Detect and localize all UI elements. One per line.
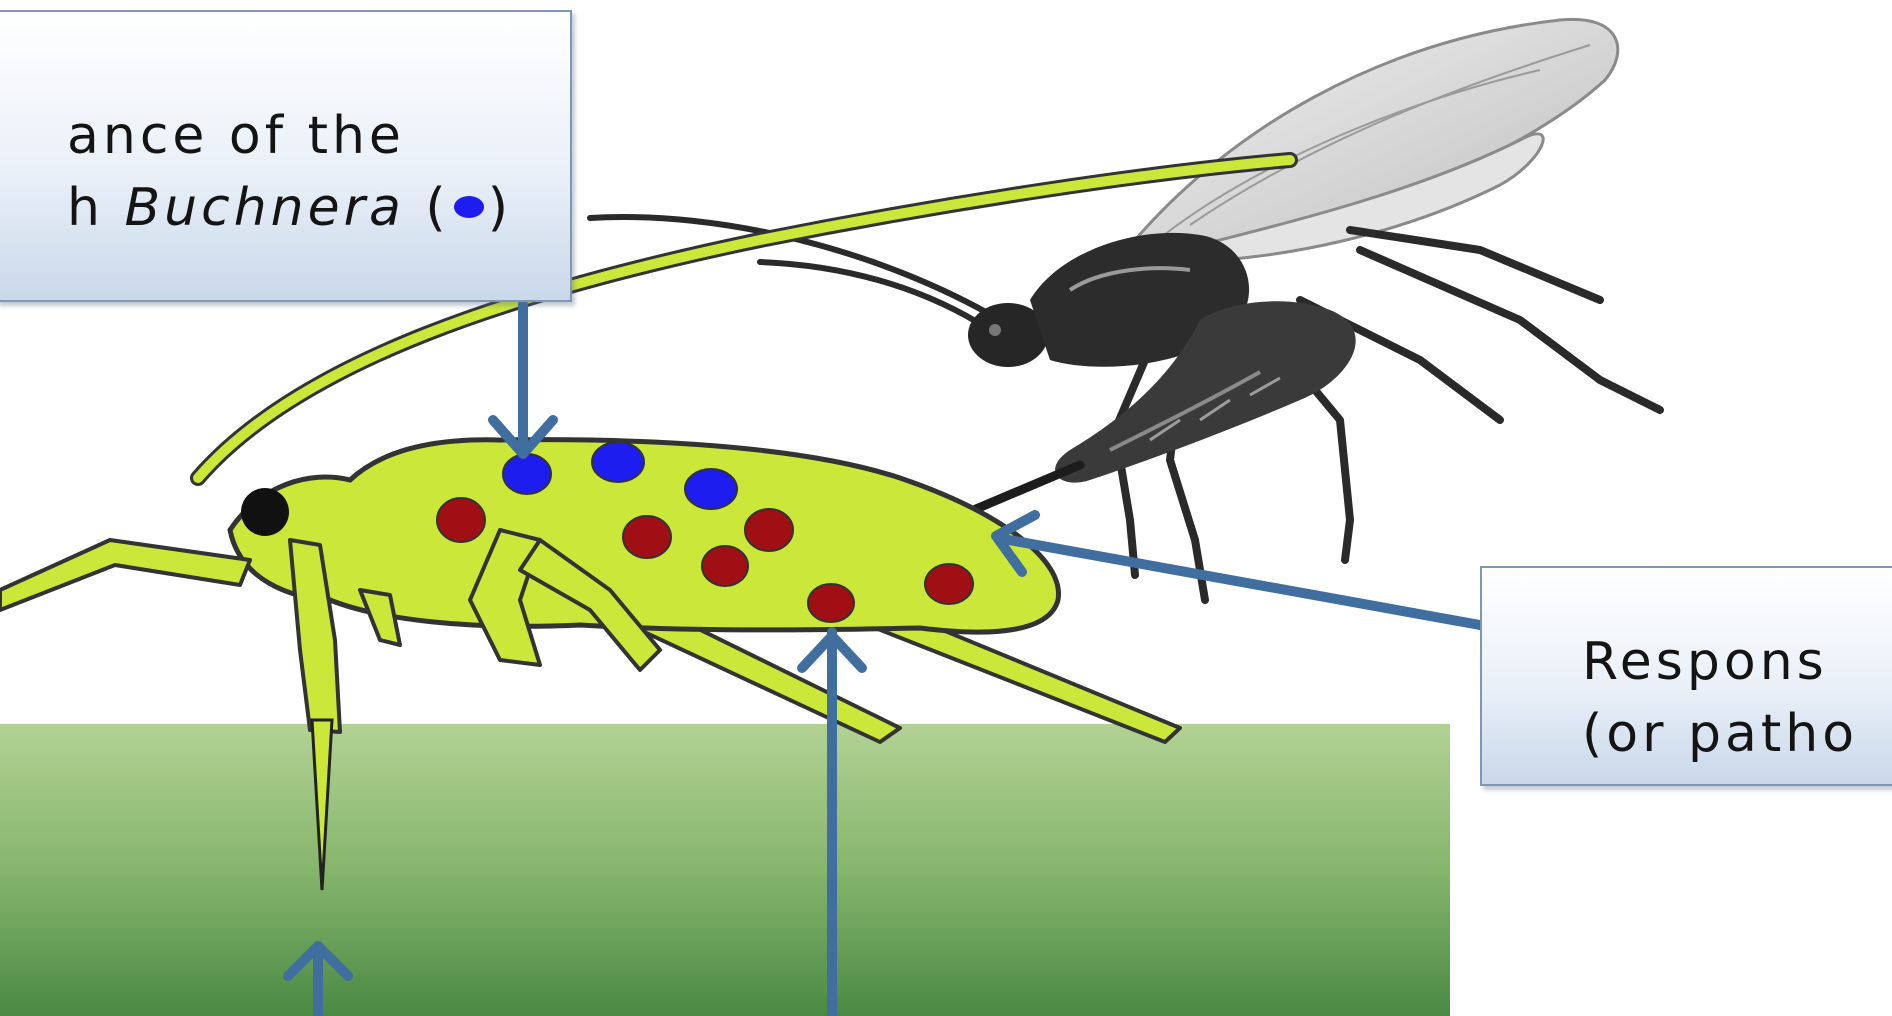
arrow-to-buchnera-icon xyxy=(493,304,553,454)
parasitoid-wasp-icon xyxy=(950,233,1356,520)
buchnera-dot xyxy=(503,454,551,494)
buchnera-close-paren: ) xyxy=(488,178,512,238)
buchnera-species-name: Buchnera xyxy=(125,178,405,238)
response-callout-line1: Respons xyxy=(1582,626,1858,698)
arrow-from-response-box-icon xyxy=(996,515,1480,625)
buchnera-dot xyxy=(685,469,737,509)
buchnera-callout-prefix: h xyxy=(67,178,125,238)
red-dot xyxy=(808,584,854,622)
plant-tissue-block xyxy=(0,724,1450,1016)
red-dot xyxy=(437,498,485,542)
red-dot xyxy=(925,564,973,604)
red-dot xyxy=(745,509,793,551)
aphid-eye-icon xyxy=(241,488,289,536)
response-callout-line2: (or patho xyxy=(1582,698,1858,770)
buchnera-callout-box: ance of the h Buchnera () xyxy=(0,10,572,302)
buchnera-callout-line1: ance of the xyxy=(67,100,512,172)
response-callout-box: Respons (or patho xyxy=(1480,566,1892,786)
red-dot xyxy=(623,516,671,558)
wasp-wing-icon xyxy=(1135,19,1618,262)
buchnera-legend-dot-icon xyxy=(454,196,484,218)
buchnera-dot xyxy=(592,442,644,482)
buchnera-open-paren: ( xyxy=(405,178,450,238)
red-dot xyxy=(702,546,748,586)
